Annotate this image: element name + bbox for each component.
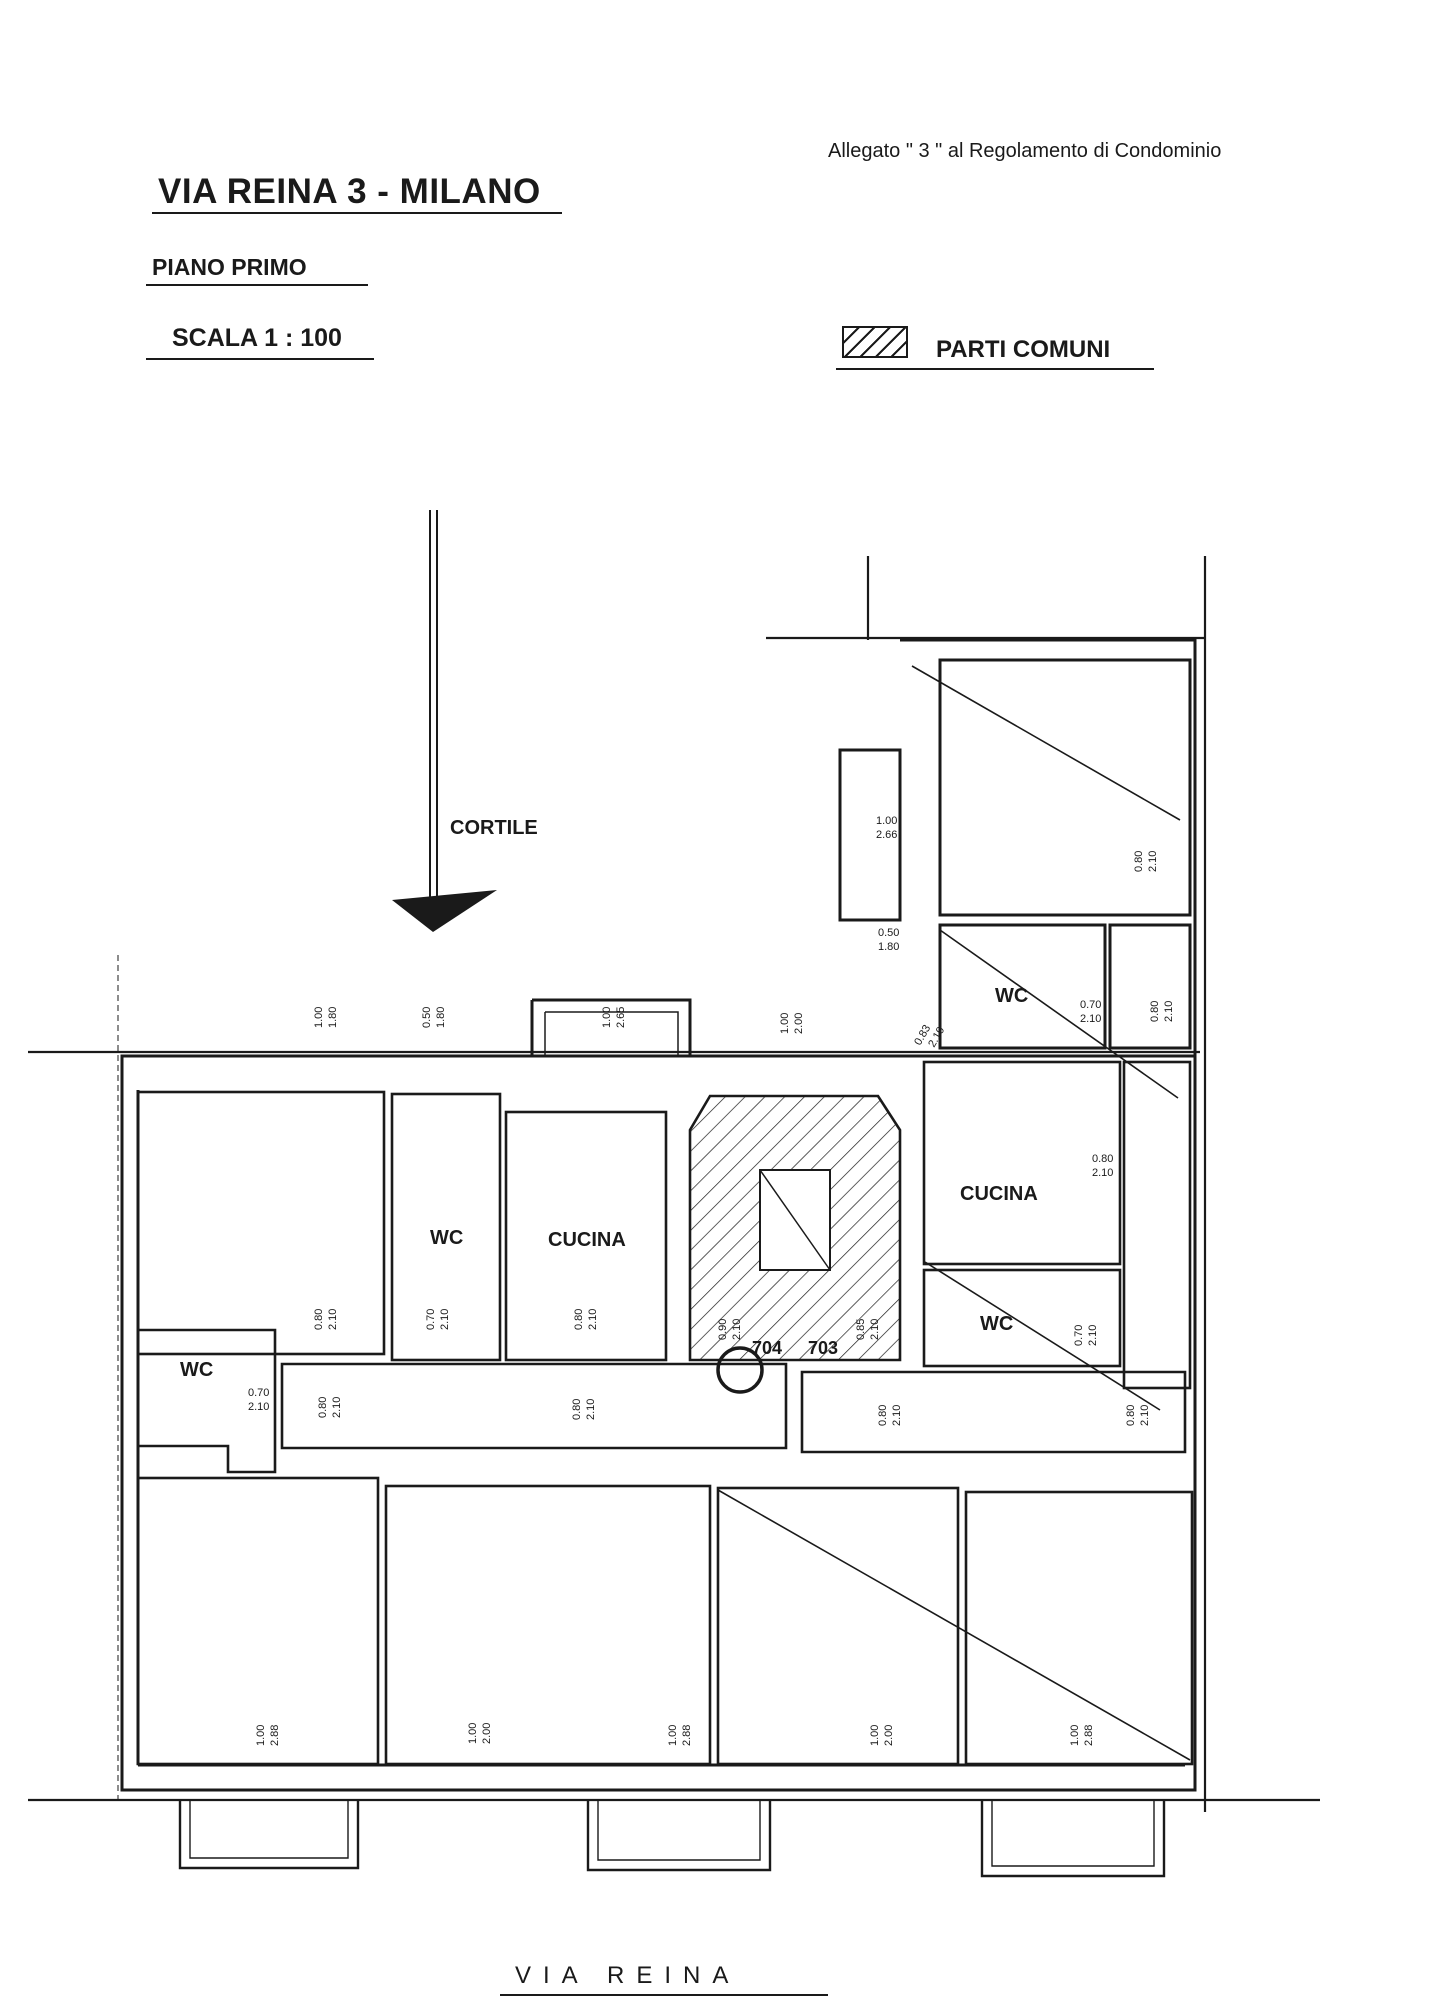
dimension-annotations: 1.00 2.66 0.80 2.10 0.50 1.80 0.70 2.10 … xyxy=(248,815,1175,1746)
dim-top: 0.85 xyxy=(855,1319,867,1340)
dim-bottom: 2.10 xyxy=(1163,1001,1175,1022)
dim-bottom: 2.10 xyxy=(1087,1325,1099,1346)
room-cucina-right: CUCINA xyxy=(960,1183,1038,1205)
dim-top: 1.00 xyxy=(779,1013,791,1034)
room-wc-right-top: WC xyxy=(995,985,1028,1007)
dim-bottom: 1.80 xyxy=(435,1007,447,1028)
annex-note: Allegato " 3 " al Regolamento di Condomi… xyxy=(828,140,1222,162)
dim-top: 0.80 xyxy=(573,1309,585,1330)
dim-top: 0.80 xyxy=(1125,1405,1137,1426)
dim-bottom: 2.10 xyxy=(891,1405,903,1426)
legend-hatch-swatch xyxy=(842,326,908,358)
stairwell-common-area xyxy=(688,1094,902,1394)
dim-top: 1.00 xyxy=(255,1725,267,1746)
street-label: VIA REINA xyxy=(515,1962,741,1989)
room-cucina-center: CUCINA xyxy=(548,1229,626,1251)
dim-bottom: 2.88 xyxy=(681,1725,693,1746)
legend-underline xyxy=(836,368,1154,370)
title-underline xyxy=(152,212,562,214)
dim-bottom: 2.10 xyxy=(1139,1405,1151,1426)
room-wc-left: WC xyxy=(180,1359,213,1381)
dim-top: 0.50 xyxy=(878,927,899,939)
scale-underline xyxy=(146,358,374,360)
dim-bottom: 2.10 xyxy=(439,1309,451,1330)
strike-lines xyxy=(717,665,1191,1761)
unit-704: 704 xyxy=(752,1338,782,1358)
dim-bottom: 2.65 xyxy=(615,1007,627,1028)
room-wc-right-bottom: WC xyxy=(980,1313,1013,1335)
dim-bottom: 2.10 xyxy=(585,1399,597,1420)
dim-top: 0.80 xyxy=(313,1309,325,1330)
legend-label: PARTI COMUNI xyxy=(936,336,1111,363)
dim-bottom: 2.10 xyxy=(731,1319,743,1340)
dim-top: 0.80 xyxy=(571,1399,583,1420)
dim-top: 0.80 xyxy=(1092,1153,1113,1165)
dim-top: 1.00 xyxy=(876,815,897,827)
dim-bottom: 2.00 xyxy=(883,1725,895,1746)
dim-bottom: 2.10 xyxy=(869,1319,881,1340)
dim-bottom: 2.10 xyxy=(331,1397,343,1418)
dim-top: 0.80 xyxy=(1133,851,1145,872)
floor-underline xyxy=(146,284,368,286)
dim-top: 0.80 xyxy=(1149,1001,1161,1022)
floor-label: PIANO PRIMO xyxy=(152,254,307,280)
street-underline xyxy=(500,1994,828,1996)
dim-top: 1.00 xyxy=(1069,1725,1081,1746)
interior-walls xyxy=(136,1060,1194,1766)
dim-top: 1.00 xyxy=(667,1725,679,1746)
plan-title: VIA REINA 3 - MILANO xyxy=(158,172,541,211)
dim-bottom: 1.80 xyxy=(878,941,899,953)
dim-bottom: 2.00 xyxy=(481,1723,493,1744)
dim-top: 0.70 xyxy=(425,1309,437,1330)
dim-bottom: 2.10 xyxy=(248,1401,269,1413)
dim-bottom: 2.00 xyxy=(793,1013,805,1034)
dim-top: 0.70 xyxy=(1080,999,1101,1011)
dim-top: 0.80 xyxy=(877,1405,889,1426)
north-arrow xyxy=(392,510,497,932)
front-balconies xyxy=(178,1800,1166,1878)
dim-bottom: 2.10 xyxy=(1147,851,1159,872)
dim-bottom: 2.10 xyxy=(1092,1167,1113,1179)
unit-703: 703 xyxy=(808,1338,838,1358)
dim-bottom: 2.88 xyxy=(1083,1725,1095,1746)
cortile-label: CORTILE xyxy=(450,817,538,839)
site-lines xyxy=(28,556,1320,1812)
dim-bottom: 2.10 xyxy=(587,1309,599,1330)
dim-bottom: 2.10 xyxy=(327,1309,339,1330)
dim-top: 0.70 xyxy=(248,1387,269,1399)
dim-bottom: 2.88 xyxy=(269,1725,281,1746)
scale-label: SCALA 1 : 100 xyxy=(172,324,342,352)
dim-top: 1.00 xyxy=(601,1007,613,1028)
room-wc-center: WC xyxy=(430,1227,463,1249)
dim-bottom: 1.80 xyxy=(327,1007,339,1028)
dim-top: 1.00 xyxy=(467,1723,479,1744)
dim-top: 0.50 xyxy=(421,1007,433,1028)
dim-top: 1.00 xyxy=(313,1007,325,1028)
dim-bottom: 2.66 xyxy=(876,829,897,841)
dim-top: 0.70 xyxy=(1073,1325,1085,1346)
dim-top: 0.80 xyxy=(317,1397,329,1418)
building-walls xyxy=(120,638,1197,1792)
dim-bottom: 2.10 xyxy=(1080,1013,1101,1025)
dim-top: 0.90 xyxy=(717,1319,729,1340)
dim-top: 1.00 xyxy=(869,1725,881,1746)
